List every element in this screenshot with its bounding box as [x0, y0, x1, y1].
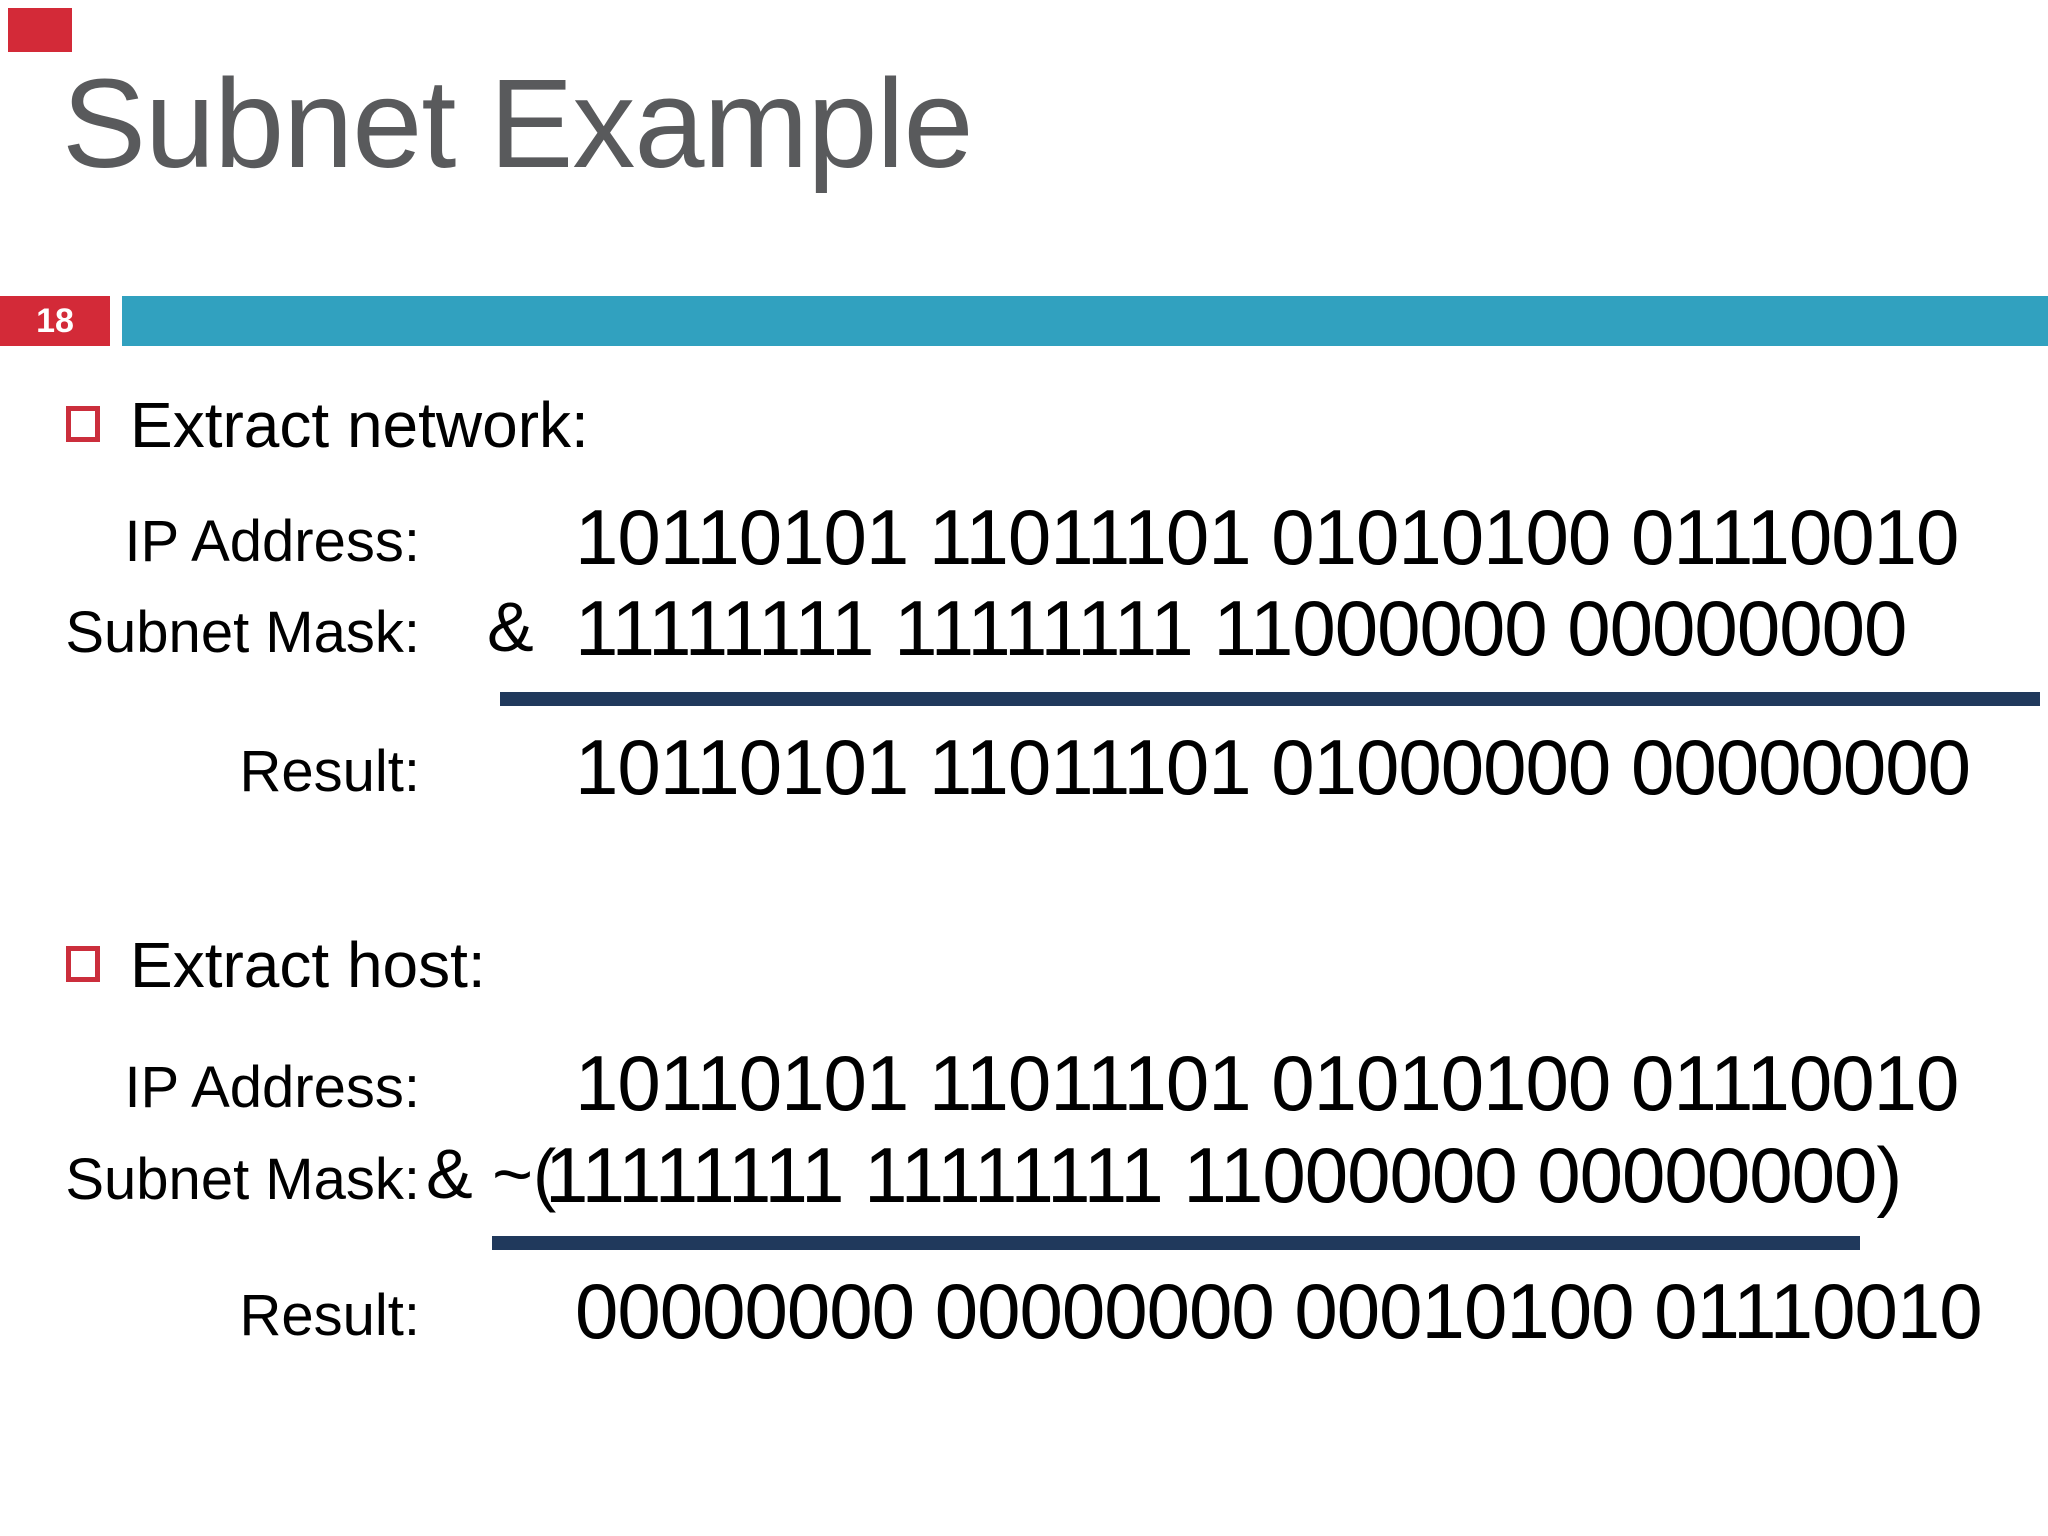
row-label: Subnet Mask:	[65, 1147, 420, 1212]
and-not-operator: & ~(	[426, 1135, 557, 1213]
row-subnet-mask: Subnet Mask: & 11111111 11111111 1100000…	[0, 583, 2048, 675]
sum-divider-line	[492, 1236, 1860, 1250]
row-result: Result: 10110101 11011101 01000000 00000…	[0, 722, 2048, 814]
binary-value: 11111111 11111111 11000000 00000000	[575, 584, 1907, 672]
row-label: IP Address:	[124, 1055, 420, 1120]
row-label: Subnet Mask:	[65, 600, 420, 665]
binary-value: 10110101 11011101 01000000 00000000	[575, 723, 1971, 811]
page-number-box: 18	[0, 296, 110, 346]
row-subnet-mask: Subnet Mask: & ~( 11111111 11111111 1100…	[0, 1130, 2048, 1222]
header-band: 18	[0, 296, 2048, 346]
row-ip-address: IP Address: 10110101 11011101 01010100 0…	[0, 1038, 2048, 1130]
row-label: Result:	[239, 1283, 420, 1348]
section-heading-extract-host: Extract host:	[0, 928, 2048, 1008]
section-heading-extract-network: Extract network:	[0, 388, 2048, 468]
row-result: Result: 00000000 00000000 00010100 01110…	[0, 1266, 2048, 1358]
and-operator: &	[487, 588, 534, 666]
square-bullet-icon	[66, 406, 100, 442]
binary-value: 10110101 11011101 01010100 01110010	[575, 1039, 1959, 1127]
binary-value: 10110101 11011101 01010100 01110010	[575, 493, 1959, 581]
row-label: IP Address:	[124, 509, 420, 574]
corner-accent-rect	[8, 8, 72, 52]
sum-divider-line	[500, 692, 2040, 706]
square-bullet-icon	[66, 946, 100, 982]
row-label: Result:	[239, 739, 420, 804]
binary-value: 11111111 11111111 11000000 00000000)	[545, 1131, 1902, 1219]
slide-title: Subnet Example	[62, 53, 974, 194]
section-heading-text: Extract host:	[130, 929, 486, 1001]
page-number: 18	[36, 301, 74, 340]
teal-band	[122, 296, 2048, 346]
binary-value: 00000000 00000000 00010100 01110010	[575, 1267, 1983, 1355]
row-ip-address: IP Address: 10110101 11011101 01010100 0…	[0, 492, 2048, 584]
section-heading-text: Extract network:	[130, 389, 589, 461]
